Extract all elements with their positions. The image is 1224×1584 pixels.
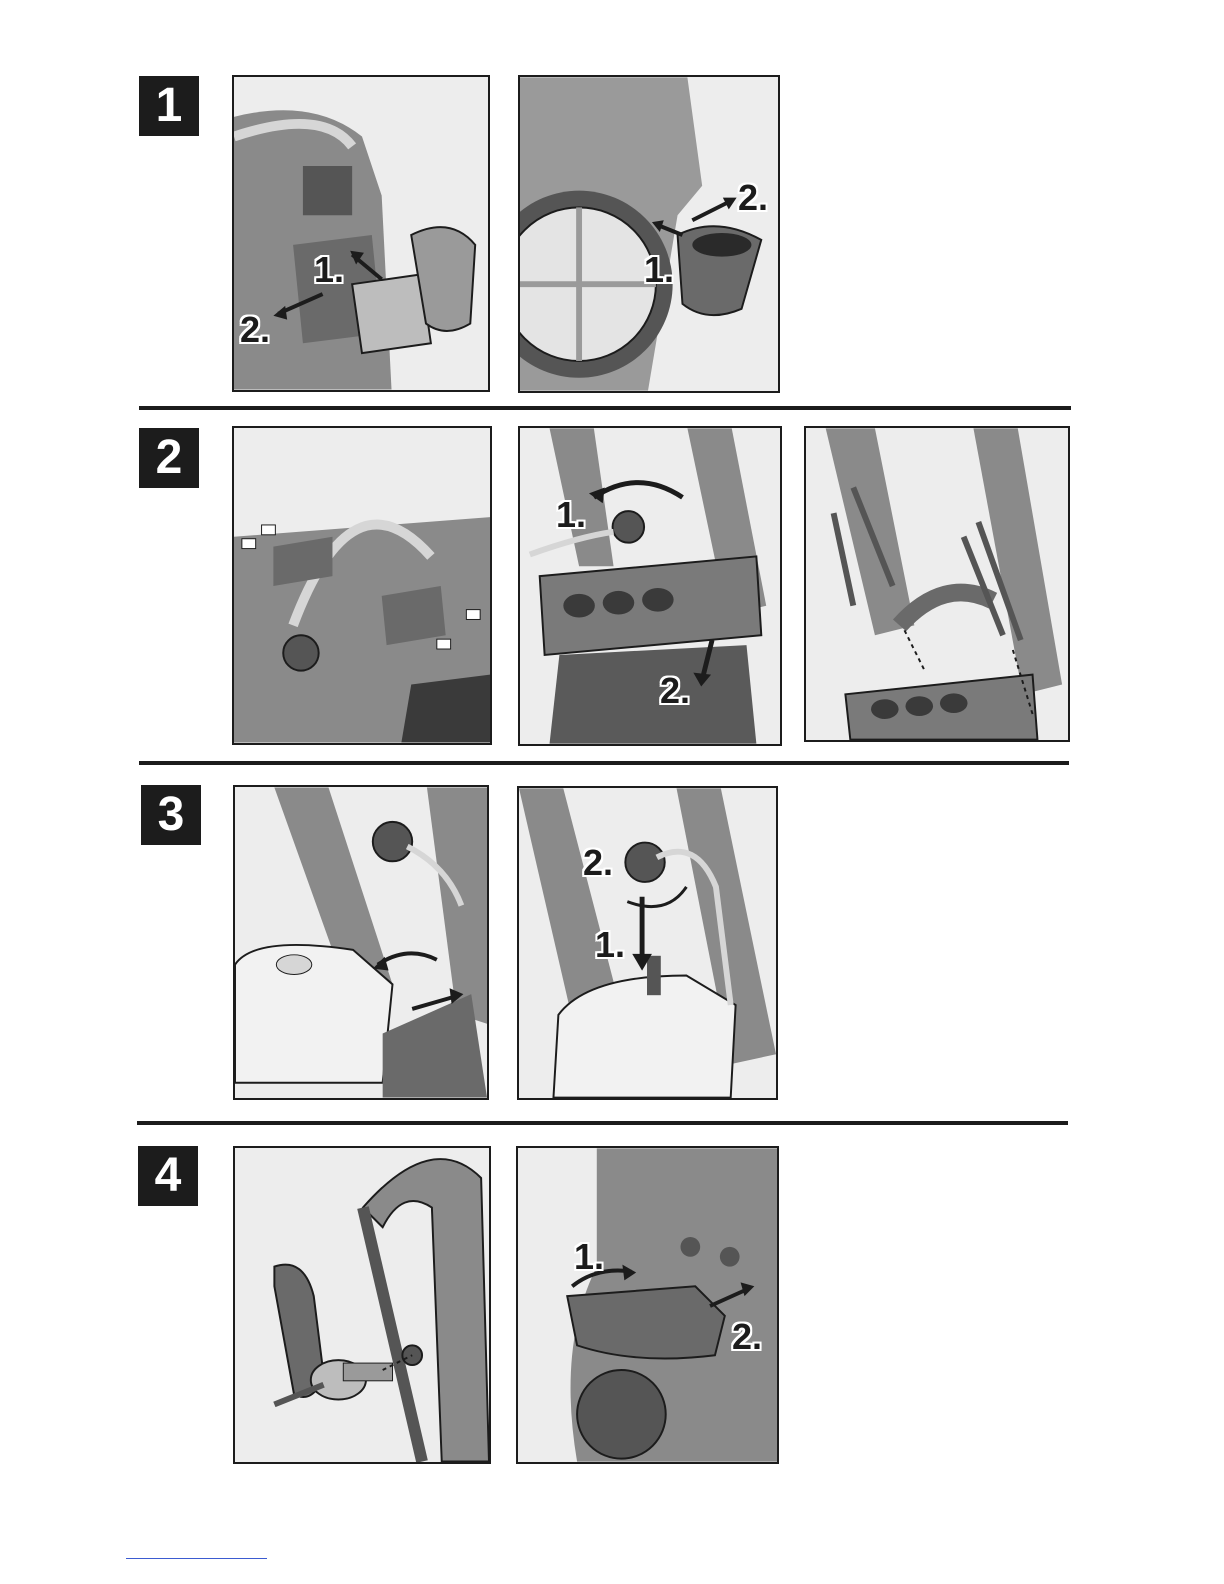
illustration-step1-panel-b: 2. 1.: [518, 75, 780, 393]
callout-1: 1.: [314, 249, 344, 291]
step-number-3: 3: [141, 785, 201, 845]
step-number-4: 4: [138, 1146, 198, 1206]
footer-link-underline: [126, 1558, 267, 1559]
callout-2: 2.: [240, 309, 270, 351]
step1-wheel-illustration: [520, 77, 778, 391]
illustration-step2-panel-b: 1. 2.: [518, 426, 782, 746]
callout-2: 2.: [660, 670, 690, 712]
step2-screws-illustration: [806, 428, 1068, 740]
callout-1: 1.: [595, 924, 625, 966]
step2-clips-illustration: [234, 428, 490, 743]
illustration-step2-panel-c: [804, 426, 1070, 742]
callout-2: 2.: [738, 177, 768, 219]
step2-handle-illustration: [520, 428, 780, 744]
illustration-step3-panel-a: [233, 785, 489, 1100]
callout-2: 2.: [732, 1316, 762, 1358]
callout-1: 1.: [574, 1236, 604, 1278]
illustration-step2-panel-a: [232, 426, 492, 745]
step4-accessory-illustration: [518, 1148, 777, 1462]
illustration-step4-panel-a: [233, 1146, 491, 1464]
section-divider: [139, 406, 1071, 410]
illustration-step4-panel-b: 1. 2.: [516, 1146, 779, 1464]
callout-1: 1.: [556, 494, 586, 536]
step4-hook-illustration: [235, 1148, 489, 1462]
illustration-step1-panel-a: 1. 2.: [232, 75, 490, 392]
step3-connect-illustration: [519, 788, 776, 1098]
section-divider: [137, 1121, 1068, 1125]
illustration-step3-panel-b: 2. 1.: [517, 786, 778, 1100]
step-number-2: 2: [139, 428, 199, 488]
callout-1: 1.: [644, 249, 674, 291]
step1-holder-illustration: [234, 77, 488, 390]
callout-2: 2.: [583, 842, 613, 884]
step-number-1: 1: [139, 76, 199, 136]
step3-tank-illustration: [235, 787, 487, 1098]
section-divider: [139, 761, 1069, 765]
